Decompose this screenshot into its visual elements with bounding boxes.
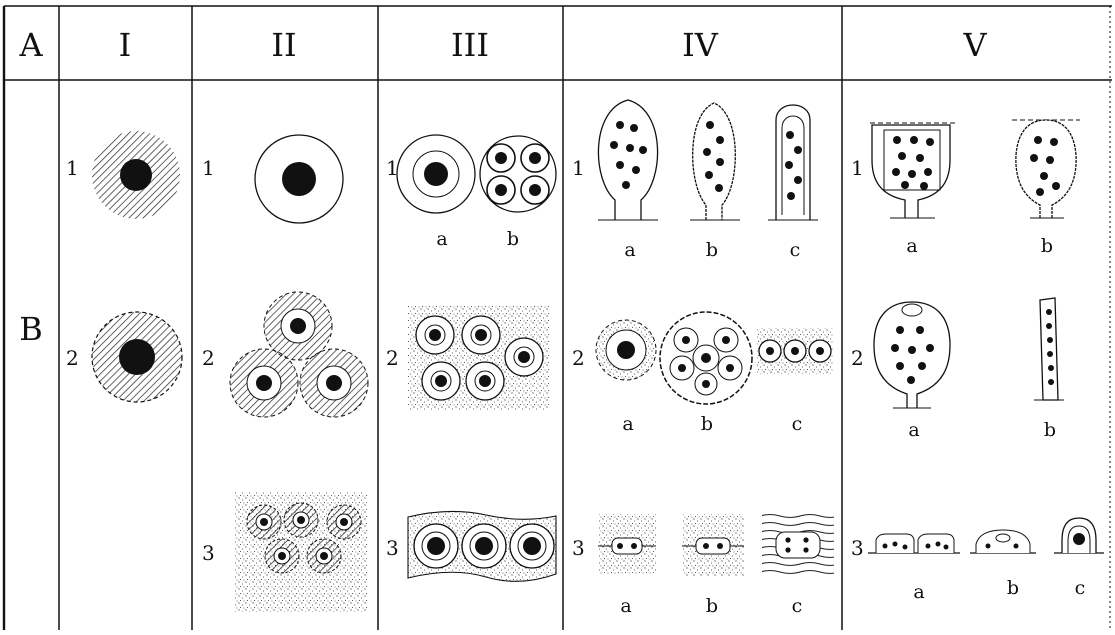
row-label-b: B xyxy=(19,310,43,348)
paired-cells-striated-diagram xyxy=(762,510,834,578)
col-V: 1 a b 2 xyxy=(851,120,1104,603)
header-corner-a: A xyxy=(18,26,43,64)
three-cell-cluster-diagram xyxy=(230,292,368,417)
row-number: 2 xyxy=(572,346,585,370)
col-I: 1 2 xyxy=(66,131,182,402)
header-col-III: III xyxy=(451,26,489,64)
elongated-sac-diagram xyxy=(1034,298,1064,400)
cell-row-in-band-diagram xyxy=(408,511,556,581)
spore-capsule-diagram xyxy=(690,103,740,220)
single-cell-diagram xyxy=(255,135,343,223)
sublabel: b xyxy=(507,228,519,250)
cells-in-stippled-matrix-diagram xyxy=(408,305,550,411)
row-number: 2 xyxy=(202,346,215,370)
hatched-cell-diagram xyxy=(92,131,180,219)
sublabel: a xyxy=(906,235,917,257)
row-number: 3 xyxy=(202,541,215,565)
sublabel: b xyxy=(1041,235,1053,257)
sublabel: b xyxy=(706,239,718,261)
header-col-IV: IV xyxy=(682,26,719,64)
sublabel: a xyxy=(913,581,924,603)
row-number: 1 xyxy=(851,156,864,180)
row-number: 3 xyxy=(386,536,399,560)
header-col-II: II xyxy=(271,26,296,64)
sublabel: c xyxy=(790,239,801,261)
sublabel: c xyxy=(1075,577,1086,599)
sublabel: a xyxy=(622,413,633,435)
embedded-cells-stippled-diagram xyxy=(234,492,368,612)
paired-cells-stippled-diagram xyxy=(598,514,656,574)
encrusted-cell-diagram xyxy=(596,320,656,380)
encrusted-cell-group-diagram xyxy=(660,312,752,404)
row-number: 1 xyxy=(66,156,79,180)
sublabel: b xyxy=(706,595,718,617)
sublabel: c xyxy=(792,595,803,617)
nucleated-dome-cell-diagram xyxy=(1054,518,1104,553)
sublabel: a xyxy=(624,239,635,261)
paired-cells-stippled-diagram xyxy=(682,514,744,576)
row-number: 3 xyxy=(851,536,864,560)
sublabel: b xyxy=(701,413,713,435)
dome-cell-diagram xyxy=(970,530,1036,553)
sac-diagram xyxy=(870,123,955,218)
row-number: 2 xyxy=(66,346,79,370)
flat-cells-diagram xyxy=(868,534,960,553)
row-number: 3 xyxy=(572,536,585,560)
cell-row-in-matrix-diagram xyxy=(757,328,833,374)
nested-cell-diagram xyxy=(397,135,475,213)
sac-diagram xyxy=(1012,120,1080,218)
sublabel: a xyxy=(436,228,447,250)
row-number: 2 xyxy=(386,346,399,370)
sublabel: a xyxy=(620,595,631,617)
spore-capsule-diagram xyxy=(768,105,818,220)
sublabel: b xyxy=(1007,577,1019,599)
row-number: 1 xyxy=(572,156,585,180)
col-IV: 1 a b xyxy=(572,100,834,617)
sac-with-operculum-diagram xyxy=(874,302,950,408)
col-II: 1 2 3 xyxy=(202,135,368,612)
col-III: 1 a b 2 xyxy=(386,135,556,581)
hatched-cell-dashed-diagram xyxy=(92,312,182,402)
four-cell-group-diagram xyxy=(480,136,556,212)
sublabel: b xyxy=(1044,419,1056,441)
row-number: 2 xyxy=(851,346,864,370)
spore-capsule-diagram xyxy=(598,100,658,220)
row-number: 1 xyxy=(202,156,215,180)
sublabel: c xyxy=(792,413,803,435)
header-col-I: I xyxy=(119,26,132,64)
header-col-V: V xyxy=(962,26,987,64)
sublabel: a xyxy=(908,419,919,441)
